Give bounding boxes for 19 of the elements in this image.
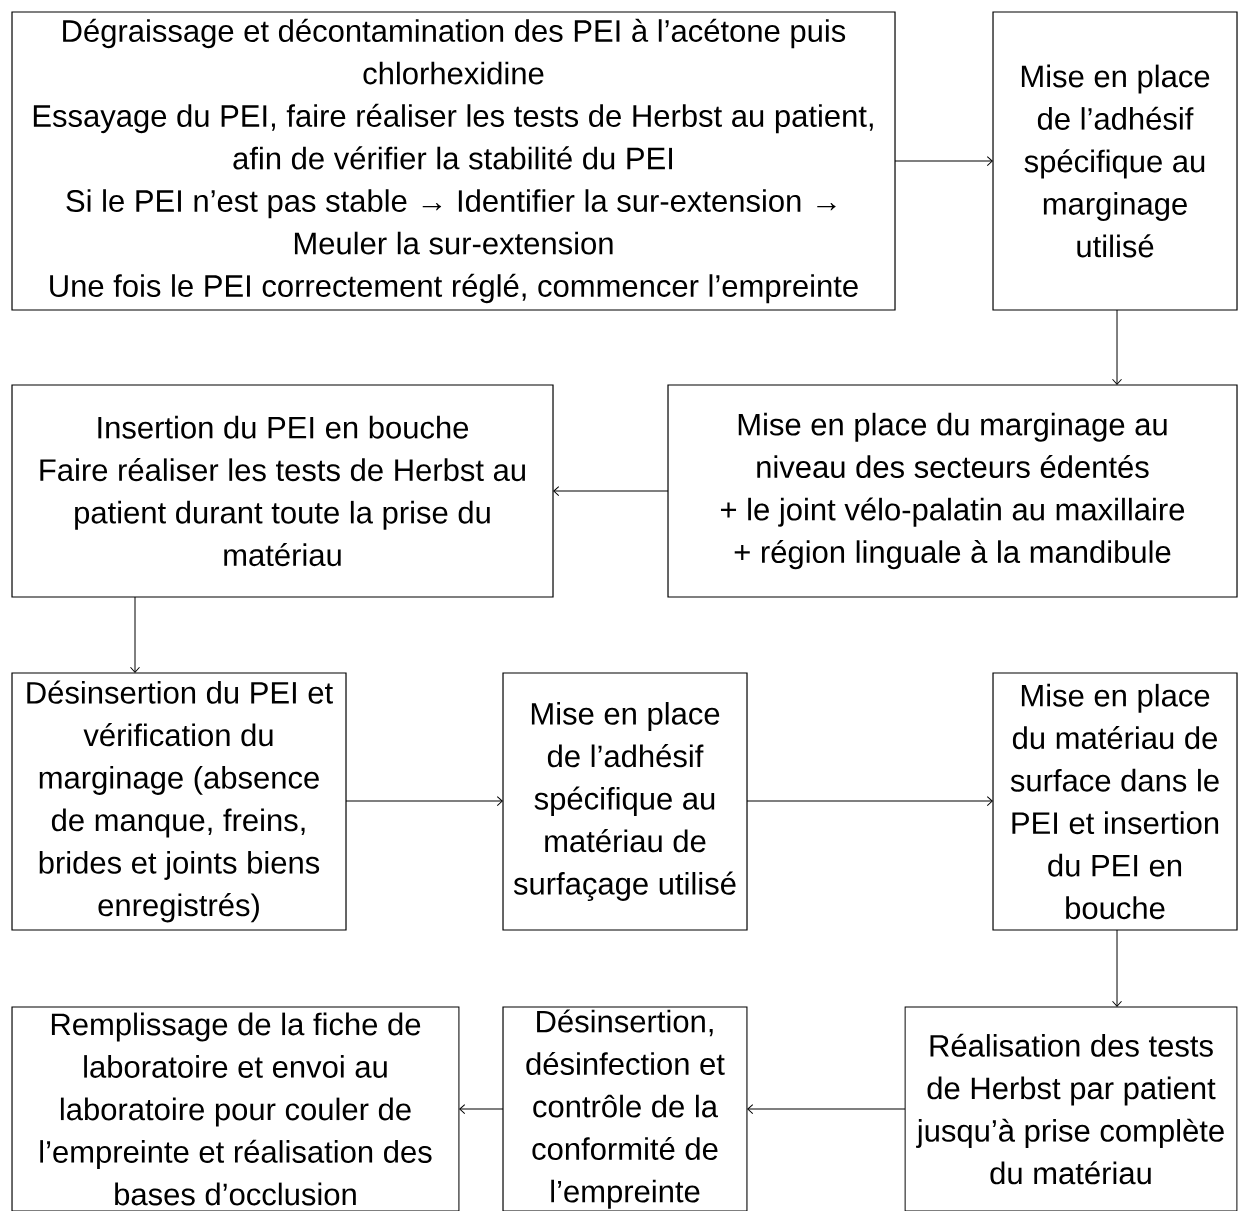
- process-box: Mise en place du matériau de surface dans le PEI et insertion du PEI en bouche: [992, 672, 1238, 931]
- process-box: Remplissage de la fiche de laboratoire et envoi au laboratoire pour couler de l’empreinte et réalisation des bases d’occlusion: [11, 1006, 460, 1211]
- process-box: Mise en place de l’adhésif spécifique au matériau de surfaçage utilisé: [502, 672, 748, 931]
- arrow: [459, 1104, 504, 1114]
- arrow: [747, 1104, 906, 1114]
- arrow: [553, 486, 669, 496]
- arrow: [746, 796, 993, 806]
- arrow: [345, 796, 503, 806]
- process-box: Mise en place du marginage au niveau des secteurs édentés + le joint vélo-palatin au maxillaire + région linguale à la mandibule: [667, 384, 1238, 598]
- process-box: Réalisation des tests de Herbst par patient jusqu’à prise complète du matériau: [904, 1006, 1238, 1211]
- process-box: Mise en place de l’adhésif spécifique au marginage utilisé: [992, 11, 1238, 311]
- process-box: Dégraissage et décontamination des PEI à l’acétone puis chlorhexidine Essayage du PEI, faire réaliser les tests de Herbst au patient, afin de vérifier la stabilité du PEI Si le PEI n’est pas stable → Identifier la sur-extension → Meuler la sur-extension Une fois le PEI correctement réglé, commencer l’empreinte: [11, 11, 896, 311]
- process-box: Désinsertion du PEI et vérification du marginage (absence de manque, freins, brides et joints biens enregistrés): [11, 672, 347, 931]
- arrow: [1112, 309, 1122, 385]
- process-box: Insertion du PEI en bouche Faire réaliser les tests de Herbst au patient durant toute la prise du matériau: [11, 384, 554, 598]
- arrow: [130, 596, 140, 673]
- arrow: [1112, 929, 1122, 1007]
- process-box: Désinsertion, désinfection et contrôle de la conformité de l’empreinte: [502, 1006, 748, 1211]
- arrow: [894, 156, 993, 166]
